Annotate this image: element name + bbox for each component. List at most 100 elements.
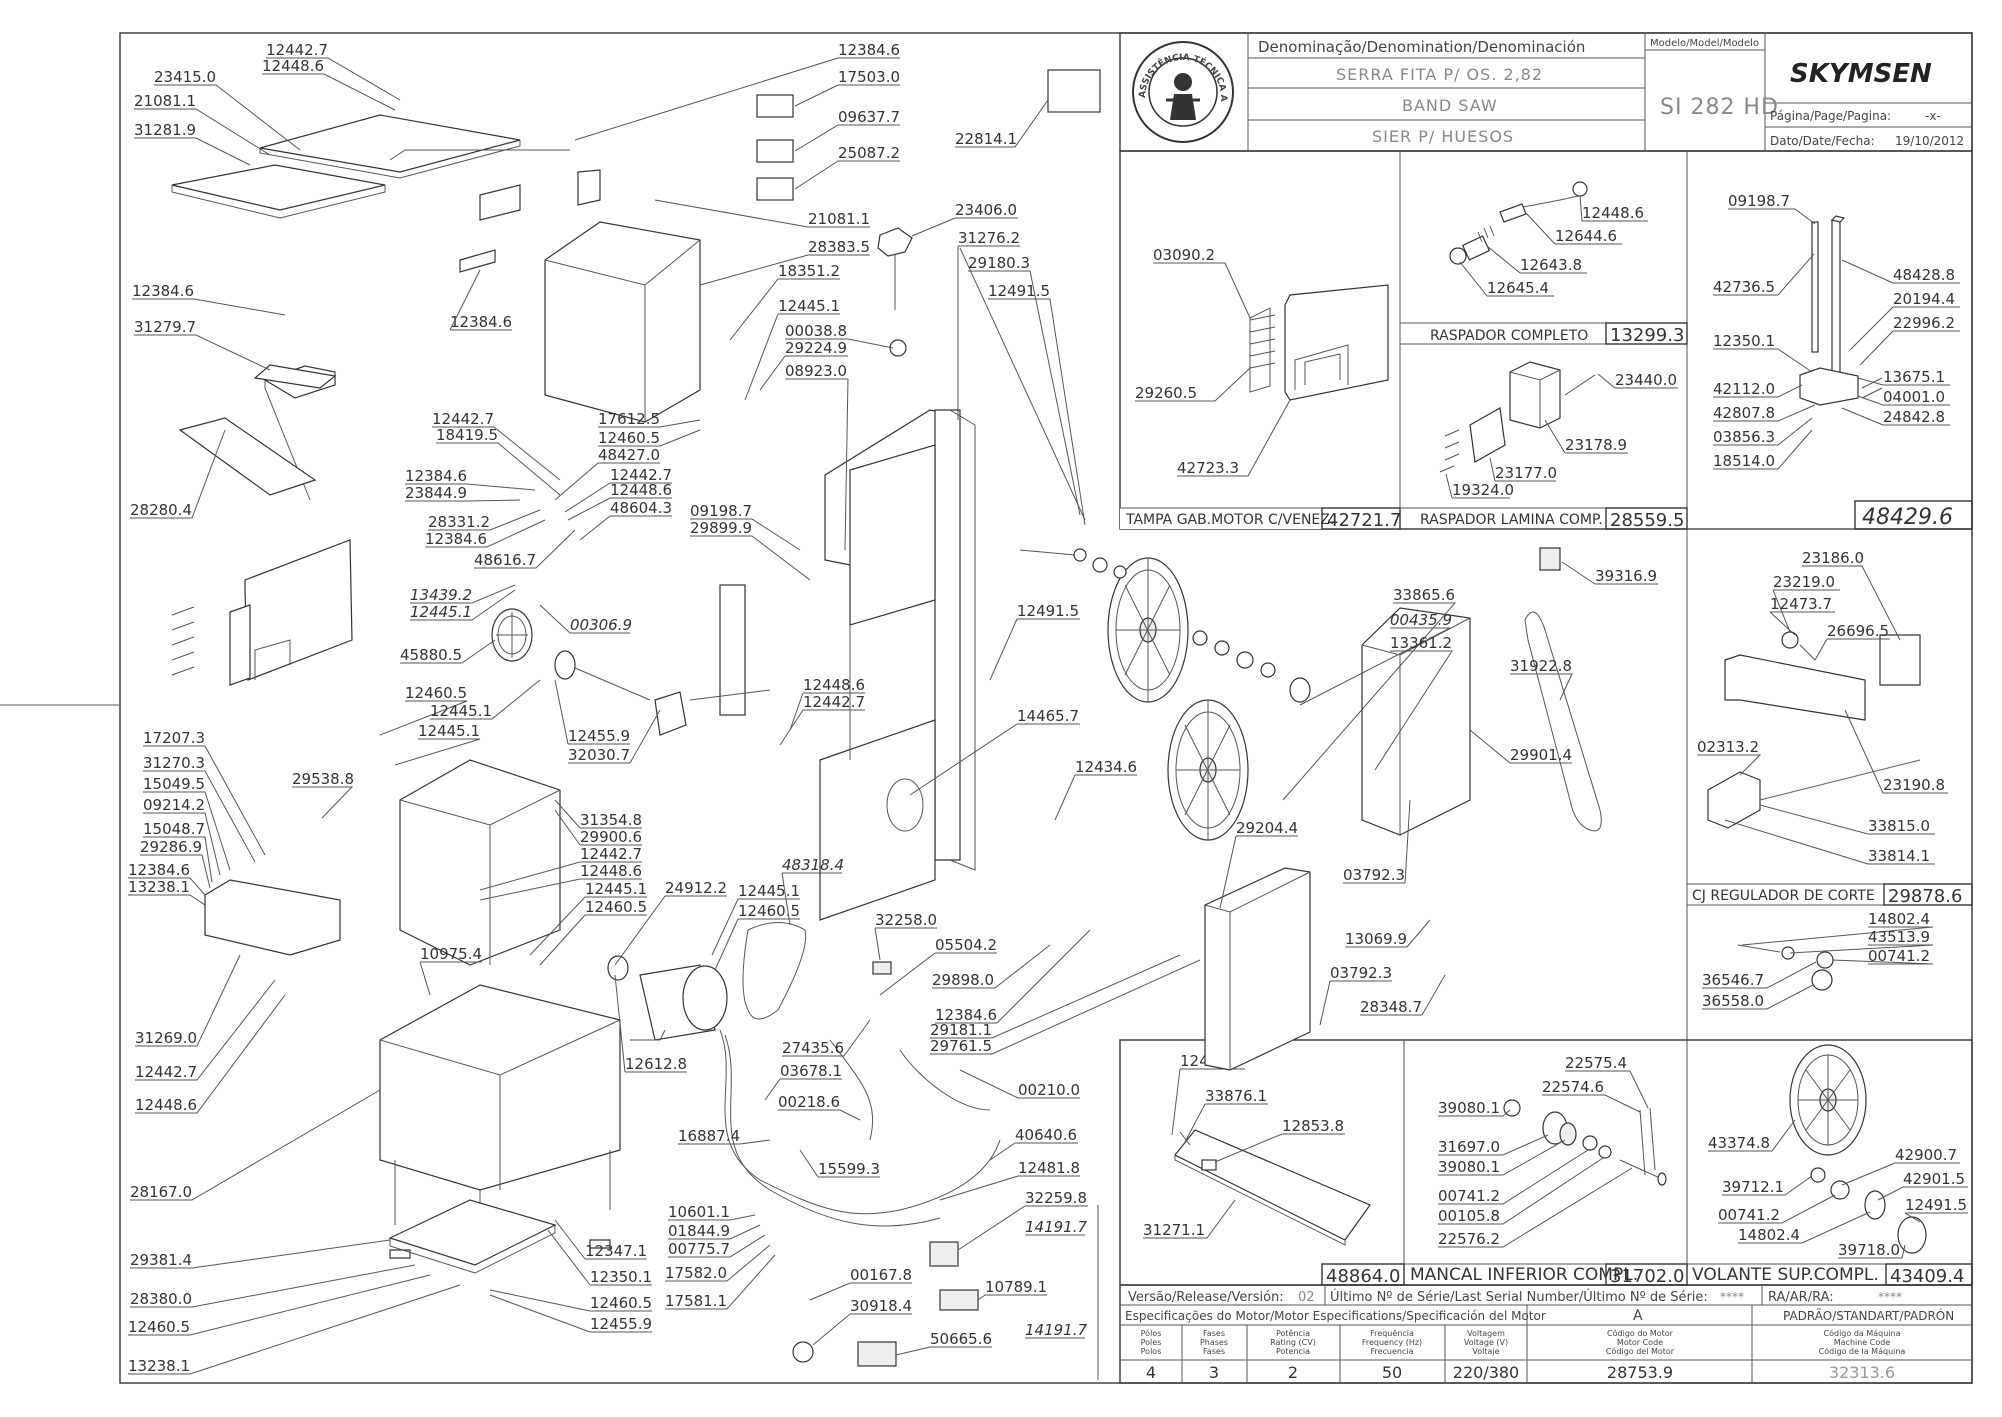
bearing-part-1: 22575.4 xyxy=(1565,1054,1627,1072)
scraper-part-2: 12644.6 xyxy=(1555,227,1617,245)
model-value: SI 282 HD xyxy=(1660,95,1779,120)
callout-86: 03792.3 xyxy=(1330,964,1392,982)
motor-cover-title: TAMPA GAB.MOTOR C/VENEZ. xyxy=(1125,512,1334,528)
col-poles-es: Polos xyxy=(1141,1347,1162,1356)
callout-118: 10789.1 xyxy=(985,1278,1047,1296)
lower-bearing-title: MANCAL INFERIOR COMPL. xyxy=(1410,1265,1638,1285)
callout-51: 12448.6 xyxy=(803,676,865,694)
callout-39: 09198.7 xyxy=(690,502,752,520)
title-block: ASSISTÊNCIA TÉCNICA AUTORIZADA Denominaç… xyxy=(0,0,1973,152)
bearing-part-5: 39080.1 xyxy=(1438,1158,1500,1176)
serial-label: Último Nº de Série/Last Serial Number/Úl… xyxy=(1330,1289,1708,1305)
main-parts xyxy=(171,69,1602,1367)
col-power-en: Rating (CV) xyxy=(1270,1338,1316,1347)
callout-38: 48616.7 xyxy=(474,551,536,569)
wheel-part-2: 43513.9 xyxy=(1868,928,1930,946)
callout-111: 29381.4 xyxy=(130,1251,192,1269)
callout-48: 12455.9 xyxy=(568,727,630,745)
callout-24: 29180.3 xyxy=(968,254,1030,272)
model-header: Modelo/Model/Modelo xyxy=(1650,38,1759,49)
callout-65: 29286.9 xyxy=(140,838,202,856)
callout-25: 12491.5 xyxy=(988,282,1050,300)
callout-81: 12460.5 xyxy=(738,902,800,920)
guide-part-13: 18514.0 xyxy=(1713,452,1775,470)
col-power-es: Potencia xyxy=(1276,1347,1310,1356)
col-voltage-es: Voltaje xyxy=(1472,1347,1499,1356)
callout-103: 40640.6 xyxy=(1015,1126,1077,1144)
callout-50: 12491.5 xyxy=(1017,602,1079,620)
blade-scraper-part-1: 23440.0 xyxy=(1615,371,1677,389)
callout-77: 03792.3 xyxy=(1343,866,1405,884)
housing-box-part xyxy=(399,759,561,966)
callout-11: 21081.1 xyxy=(808,210,870,228)
callout-100: 28167.0 xyxy=(130,1183,192,1201)
callout-16: 28280.4 xyxy=(130,501,192,519)
callout-95: 29761.5 xyxy=(930,1037,992,1055)
wheel-part-1: 14802.4 xyxy=(1868,910,1930,928)
callout-85: 13069.9 xyxy=(1345,930,1407,948)
callout-56: 13361.2 xyxy=(1390,634,1452,652)
machine-code-value: 32313.6 xyxy=(1829,1363,1895,1382)
callout-46: 12445.1 xyxy=(430,702,492,720)
drawing-frame xyxy=(119,32,1973,1384)
callout-23: 31276.2 xyxy=(958,229,1020,247)
callout-90: 12448.6 xyxy=(135,1096,197,1114)
callout-78: 10975.4 xyxy=(420,945,482,963)
scraper-complete-title: RASPADOR COMPLETO xyxy=(1430,328,1588,344)
callout-10: 22814.1 xyxy=(955,130,1017,148)
inset-cut-regulator: 23186.0 23219.0 12473.7 26696.5 02313.2 … xyxy=(1687,549,1973,907)
callout-44: 45880.5 xyxy=(400,646,462,664)
motor-spec-header: Especificações do Motor/Motor Especifica… xyxy=(1125,1309,1546,1323)
callout-106: 01844.9 xyxy=(668,1222,730,1240)
regulator-part-7: 33815.0 xyxy=(1868,817,1930,835)
svg-text:ASSISTÊNCIA TÉCNICA AUTORIZADA: ASSISTÊNCIA TÉCNICA AUTORIZADA xyxy=(0,0,1228,102)
callout-70: 29900.6 xyxy=(580,828,642,846)
motor-code-letter: A xyxy=(1633,1308,1643,1324)
bearing-part-7: 00105.8 xyxy=(1438,1207,1500,1225)
regulator-part-3: 12473.7 xyxy=(1770,595,1832,613)
callout-12: 28383.5 xyxy=(808,238,870,256)
standard-label: PADRÃO/STANDART/PADRÓN xyxy=(1783,1308,1954,1323)
callout-80: 12445.1 xyxy=(738,882,800,900)
callout-28: 17612.5 xyxy=(598,410,660,428)
regulator-part-1: 23186.0 xyxy=(1802,549,1864,567)
callout-84: 05504.2 xyxy=(935,936,997,954)
callout-26: 12442.7 xyxy=(432,410,494,428)
callout-2: 12448.6 xyxy=(262,57,324,75)
power-value: 2 xyxy=(1288,1363,1298,1382)
upper-wheel-title: VOLANTE SUP.COMPL. xyxy=(1692,1265,1879,1285)
callout-17: 18351.2 xyxy=(778,262,840,280)
name-es: SIER P/ HUESOS xyxy=(1372,127,1514,146)
seal-text: ASSISTÊNCIA TÉCNICA AUTORIZADA xyxy=(0,0,1228,102)
cut-regulator-title: CJ REGULADOR DE CORTE xyxy=(1692,888,1875,904)
motor-spec-table: Versão/Release/Versión: 02 Último Nº de … xyxy=(1119,1284,1973,1384)
callout-99: 00218.6 xyxy=(778,1093,840,1111)
motor-code-value: 28753.9 xyxy=(1607,1363,1673,1382)
guide-part-7: 13675.1 xyxy=(1883,368,1945,386)
top-cover-part xyxy=(259,114,521,173)
wheel-part-13: 39718.0 xyxy=(1838,1241,1900,1259)
table-part-3: 12853.8 xyxy=(1282,1117,1344,1135)
callout-7: 17503.0 xyxy=(838,68,900,86)
regulator-part-8: 33814.1 xyxy=(1868,847,1930,865)
callout-57: 31922.8 xyxy=(1510,657,1572,675)
bearing-part-6: 00741.2 xyxy=(1438,1187,1500,1205)
callout-89: 12442.7 xyxy=(135,1063,197,1081)
callout-66: 12384.6 xyxy=(128,861,190,879)
callout-83: 32258.0 xyxy=(875,911,937,929)
lower-rail-part xyxy=(178,417,317,496)
lower-bearing-code: 31702.0 xyxy=(1610,1266,1684,1287)
scraper-part-4: 12645.4 xyxy=(1487,279,1549,297)
wheel-part-7: 42900.7 xyxy=(1895,1146,1957,1164)
callout-37: 12384.6 xyxy=(425,530,487,548)
callout-124: 14191.7 xyxy=(1025,1321,1087,1339)
callout-74: 12460.5 xyxy=(585,898,647,916)
callout-30: 48427.0 xyxy=(598,446,660,464)
col-poles-en: Poles xyxy=(1141,1338,1162,1347)
voltage-value: 220/380 xyxy=(1453,1363,1519,1382)
upper-wheel-code: 43409.4 xyxy=(1890,1266,1964,1287)
wheel-part-3: 00741.2 xyxy=(1868,947,1930,965)
name-pt: SERRA FITA P/ OS. 2,82 xyxy=(1336,65,1543,84)
switch-housing-part xyxy=(204,879,341,956)
callout-52: 12442.7 xyxy=(803,693,865,711)
